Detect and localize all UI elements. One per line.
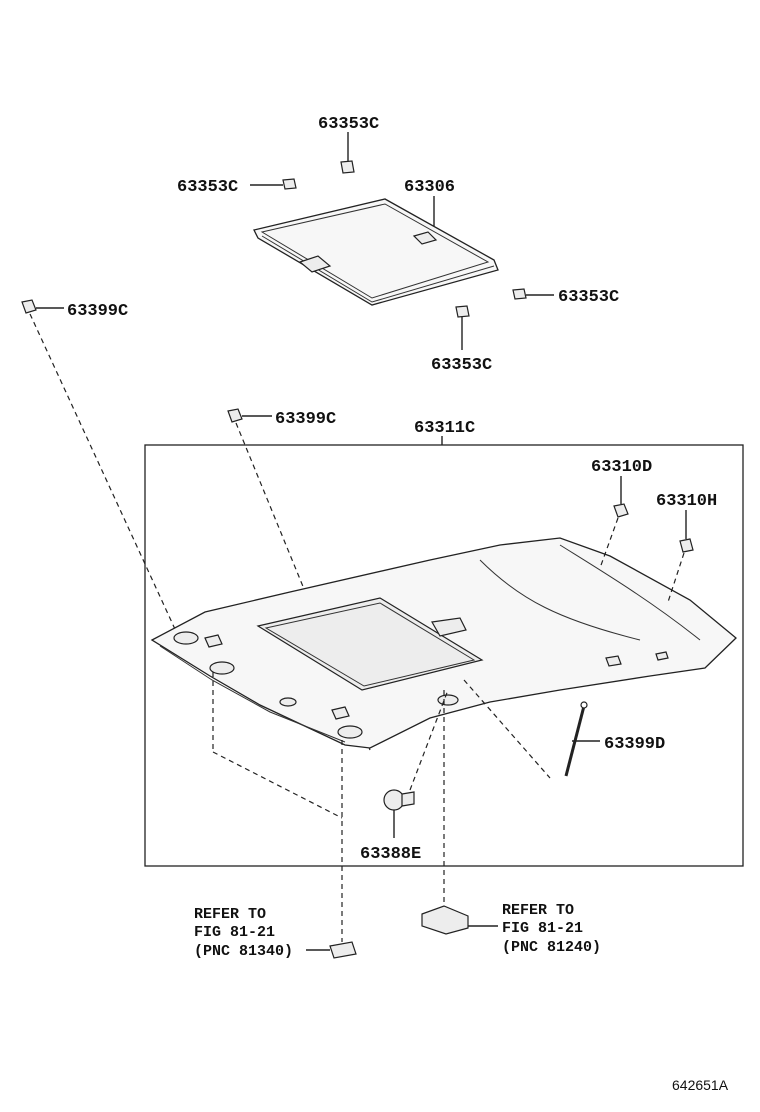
label-63353c-bottom: 63353C: [431, 356, 492, 375]
label-63353c-left: 63353C: [177, 178, 238, 197]
label-63388e: 63388E: [360, 845, 421, 864]
clip-63353c-right: [512, 288, 554, 300]
label-63399c-left: 63399C: [67, 302, 128, 321]
label-63399c-mid: 63399C: [275, 410, 336, 429]
label-63399d: 63399D: [604, 735, 665, 754]
ref-right-line1: REFER TO: [502, 902, 574, 919]
label-63306: 63306: [404, 178, 455, 197]
ref-part-81340: [306, 941, 357, 959]
clip-63310d: [599, 476, 629, 569]
label-63311c: 63311C: [414, 419, 475, 438]
label-63353c-right: 63353C: [558, 288, 619, 307]
ref-left-line3: (PNC 81340): [194, 943, 293, 960]
ref-left-line2: FIG 81-21: [194, 924, 275, 941]
clip-63310h: [667, 510, 694, 603]
ref-part-81240: [421, 905, 498, 935]
ref-right-line3: (PNC 81240): [502, 939, 601, 956]
sunshade-panel-63306: [253, 198, 499, 306]
figure-id: 642651A: [672, 1077, 729, 1093]
label-63310d: 63310D: [591, 458, 652, 477]
ref-left-line1: REFER TO: [194, 906, 266, 923]
clip-63353c-bottom: [455, 305, 470, 350]
assist-rod-63399d: [463, 679, 600, 779]
label-63353c-top: 63353C: [318, 115, 379, 134]
ref-right-line2: FIG 81-21: [502, 920, 583, 937]
label-63310h: 63310H: [656, 492, 717, 511]
fastener-63388e: [383, 689, 449, 838]
clip-63353c-top: [340, 132, 355, 174]
clip-63399c-left: [21, 299, 181, 641]
clip-63399c-mid: [227, 408, 371, 751]
headliner-63311c: [150, 537, 737, 749]
clip-63353c-left: [250, 178, 297, 190]
